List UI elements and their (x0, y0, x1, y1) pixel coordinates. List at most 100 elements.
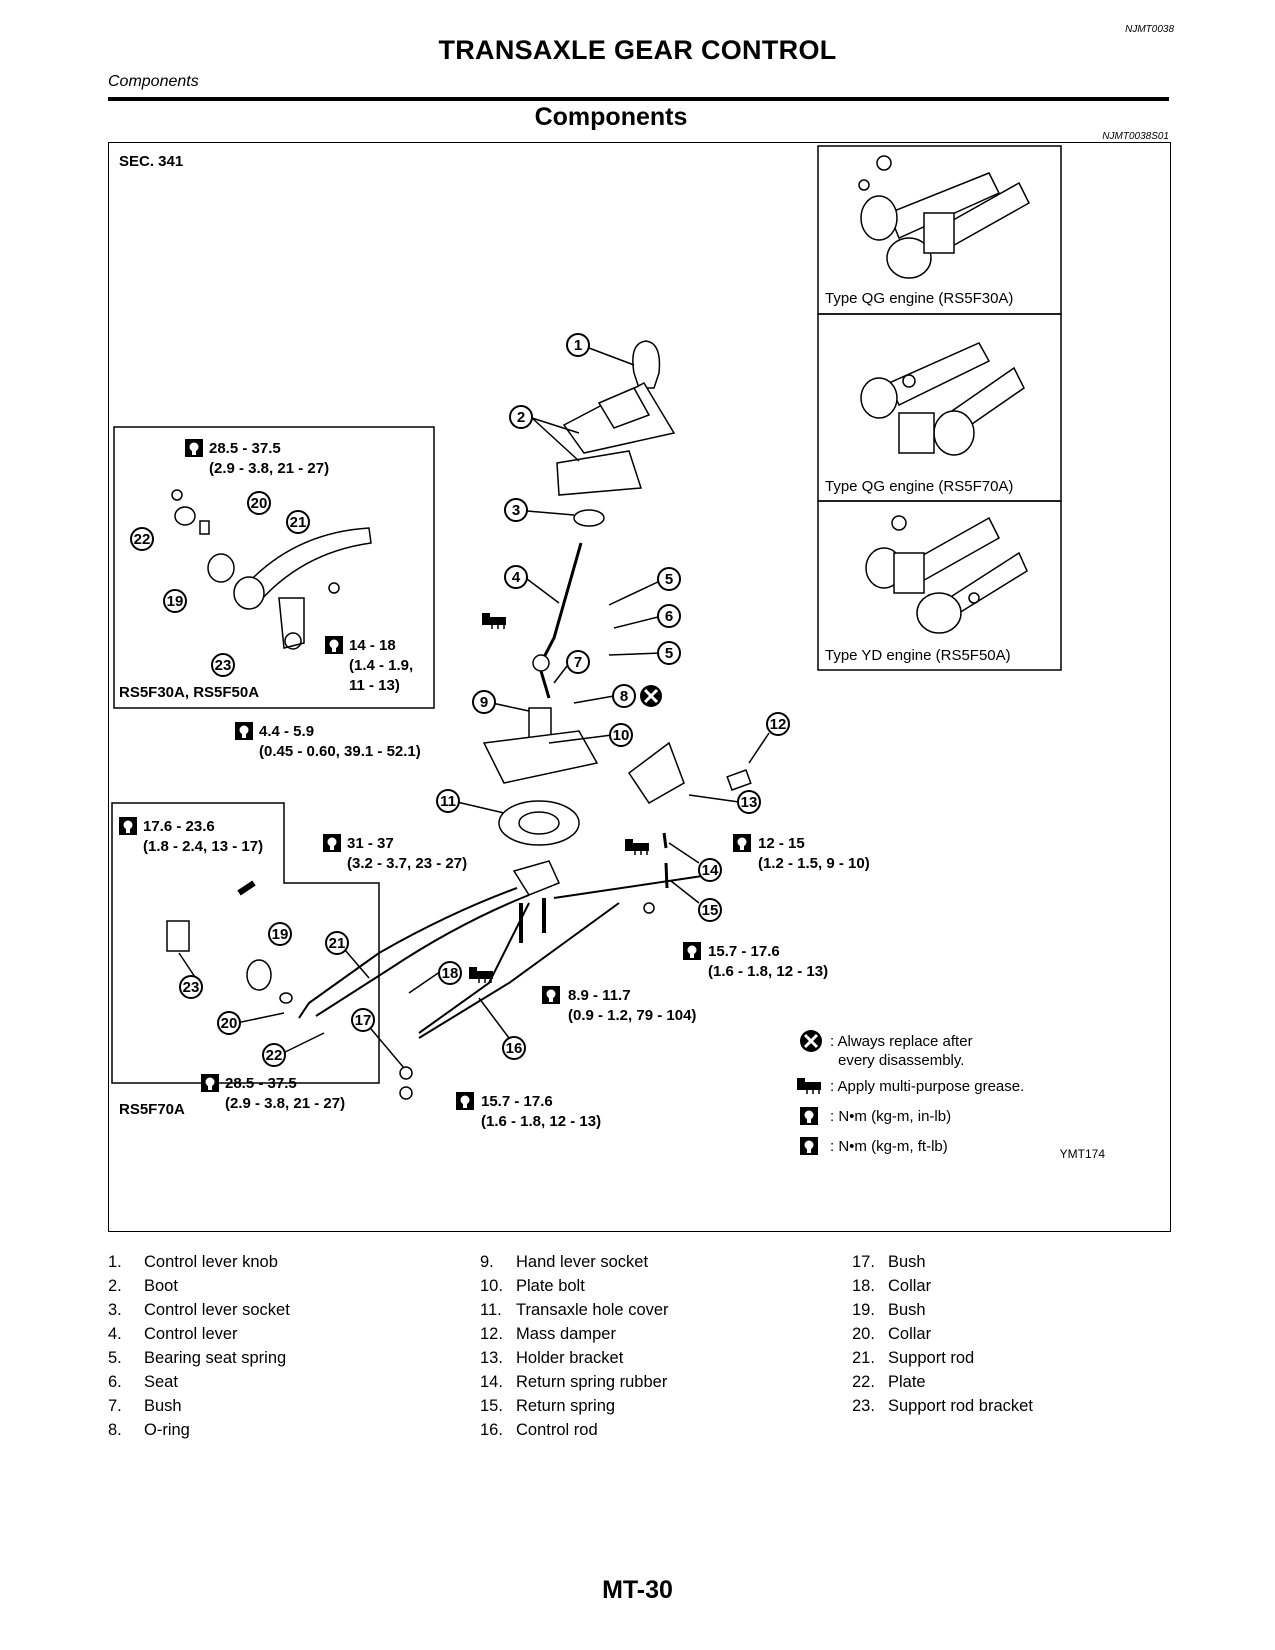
list-item: 11.Transaxle hole cover (480, 1301, 669, 1319)
svg-text:1: 1 (574, 337, 582, 354)
list-item: 5.Bearing seat spring (108, 1349, 287, 1367)
list-item: 17.Bush (852, 1253, 926, 1271)
svg-text:3: 3 (512, 502, 520, 519)
svg-text:(1.6 - 1.8, 12 - 13): (1.6 - 1.8, 12 - 13) (481, 1113, 601, 1130)
svg-text:11: 11 (440, 793, 456, 810)
list-item: 21.Support rod (852, 1349, 975, 1367)
legend-grease-text: : Apply multi-purpose grease. (830, 1078, 1024, 1095)
svg-text:21: 21 (290, 514, 307, 531)
torque-specs: 28.5 - 37.5 (2.9 - 3.8, 21 - 27) 14 - 18… (118, 438, 870, 1130)
torque-icon-10 (455, 1091, 475, 1111)
svg-text:20: 20 (251, 495, 268, 512)
svg-text:20: 20 (221, 1015, 238, 1032)
legend-nm-in-text: : N•m (kg-m, in-lb) (830, 1108, 951, 1125)
engine-type-insets: Type QG engine (RS5F30A) Type QG engine … (817, 145, 1062, 671)
parts-list-col-1: 1.Control lever knob 2.Boot 3.Control le… (108, 1250, 290, 1442)
list-item: 19.Bush (852, 1301, 926, 1319)
inset-label-1: Type QG engine (RS5F30A) (825, 290, 1013, 307)
subsection-reference-code: NJMT0038S01 (1102, 131, 1169, 142)
inset-qg-rs5f30a-drawing (858, 155, 1030, 279)
svg-text:19: 19 (167, 593, 184, 610)
section-label: Components (108, 73, 199, 90)
inset-yd-rs5f50a-drawing (865, 515, 1028, 634)
torque-icon-4 (118, 816, 138, 836)
page-number: MT-30 (602, 1576, 673, 1604)
page-title: TRANSAXLE GEAR CONTROL (438, 35, 837, 65)
svg-text:14 - 18: 14 - 18 (349, 637, 396, 654)
subsection-title: Components (534, 103, 688, 131)
list-item: 18.Collar (852, 1277, 932, 1295)
torque-icon-7 (682, 941, 702, 961)
svg-text:11 - 13): 11 - 13) (349, 677, 400, 694)
list-item: 4.Control lever (108, 1325, 238, 1343)
svg-text:8: 8 (620, 688, 628, 705)
legend: : Always replace after every disassembly… (796, 1030, 1024, 1156)
replace-icon (640, 685, 662, 707)
list-item: 10.Plate bolt (480, 1277, 585, 1295)
main-assembly-drawing (178, 340, 770, 1100)
svg-text:5: 5 (665, 645, 673, 662)
svg-text:16: 16 (506, 1040, 523, 1057)
svg-text:5: 5 (665, 571, 673, 588)
svg-text:14: 14 (702, 862, 719, 879)
svg-text:17: 17 (355, 1012, 372, 1029)
svg-text:9: 9 (480, 694, 488, 711)
inset-label-3: Type YD engine (RS5F50A) (825, 647, 1011, 664)
reference-code: NJMT0038 (1125, 24, 1174, 35)
svg-text:8.9 - 11.7: 8.9 - 11.7 (568, 987, 631, 1004)
list-item: 22.Plate (852, 1373, 926, 1391)
list-item: 23.Support rod bracket (852, 1397, 1033, 1415)
torque-icon-8 (541, 985, 561, 1005)
legend-replace-line2: every disassembly. (838, 1052, 964, 1069)
list-item: 1.Control lever knob (108, 1253, 278, 1271)
grease-icon-1 (481, 612, 507, 630)
svg-text:17.6 - 23.6: 17.6 - 23.6 (143, 818, 215, 835)
svg-text:(2.9 - 3.8, 21 - 27): (2.9 - 3.8, 21 - 27) (209, 460, 329, 477)
svg-text:21: 21 (329, 935, 346, 952)
list-item: 2.Boot (108, 1277, 178, 1295)
list-item: 16.Control rod (480, 1421, 598, 1439)
list-item: 14.Return spring rubber (480, 1373, 668, 1391)
svg-text:15.7 - 17.6: 15.7 - 17.6 (708, 943, 780, 960)
legend-replace-line1: : Always replace after (830, 1033, 973, 1050)
svg-text:28.5 - 37.5: 28.5 - 37.5 (225, 1075, 297, 1092)
torque-icon-3 (234, 721, 254, 741)
svg-text:(1.8 - 2.4, 13 - 17): (1.8 - 2.4, 13 - 17) (143, 838, 263, 855)
svg-text:19: 19 (272, 926, 289, 943)
svg-text:22: 22 (266, 1047, 283, 1064)
list-item: 12.Mass damper (480, 1325, 616, 1343)
svg-text:2: 2 (517, 409, 525, 426)
parts-list-col-2: 9.Hand lever socket 10.Plate bolt 11.Tra… (480, 1250, 669, 1442)
parts-list-col-3: 17.Bush 18.Collar 19.Bush 20.Collar 21.S… (852, 1250, 1033, 1418)
svg-text:(2.9 - 3.8, 21 - 27): (2.9 - 3.8, 21 - 27) (225, 1095, 345, 1112)
torque-icon-5 (322, 833, 342, 853)
svg-text:(1.2 - 1.5, 9 - 10): (1.2 - 1.5, 9 - 10) (758, 855, 870, 872)
svg-text:(1.6 - 1.8, 12 - 13): (1.6 - 1.8, 12 - 13) (708, 963, 828, 980)
svg-text:13: 13 (741, 794, 758, 811)
svg-text:(0.45 - 0.60, 39.1 - 52.1): (0.45 - 0.60, 39.1 - 52.1) (259, 743, 421, 760)
torque-icon-6 (732, 833, 752, 853)
legend-replace-icon (800, 1030, 822, 1052)
inset-label-2: Type QG engine (RS5F70A) (825, 478, 1013, 495)
list-item: 20.Collar (852, 1325, 932, 1343)
header-rule (108, 97, 1169, 101)
list-item: 8.O-ring (108, 1421, 190, 1439)
detail-box-rs5f70a: RS5F70A (111, 802, 380, 1118)
svg-text:22: 22 (134, 531, 151, 548)
svg-text:23: 23 (215, 657, 232, 674)
svg-text:12: 12 (770, 716, 787, 733)
svg-text:7: 7 (574, 654, 582, 671)
detail-box-rs5f30a-rs5f50a: RS5F30A, RS5F50A (113, 426, 435, 709)
list-item: 6.Seat (108, 1373, 178, 1391)
svg-text:12 - 15: 12 - 15 (758, 835, 805, 852)
svg-text:15: 15 (702, 902, 719, 919)
list-item: 7.Bush (108, 1397, 182, 1415)
torque-icon-2 (324, 635, 344, 655)
sec-label: SEC. 341 (119, 153, 183, 170)
figure-id: YMT174 (1060, 1147, 1106, 1161)
legend-nm-ft-icon (799, 1136, 819, 1156)
legend-grease-icon (796, 1077, 822, 1095)
exploded-view-diagram: SEC. 341 Type QG engine (RS5F30A) Type Q… (111, 145, 1106, 1161)
svg-text:6: 6 (665, 608, 673, 625)
detail-box-2-label: RS5F70A (119, 1101, 185, 1118)
